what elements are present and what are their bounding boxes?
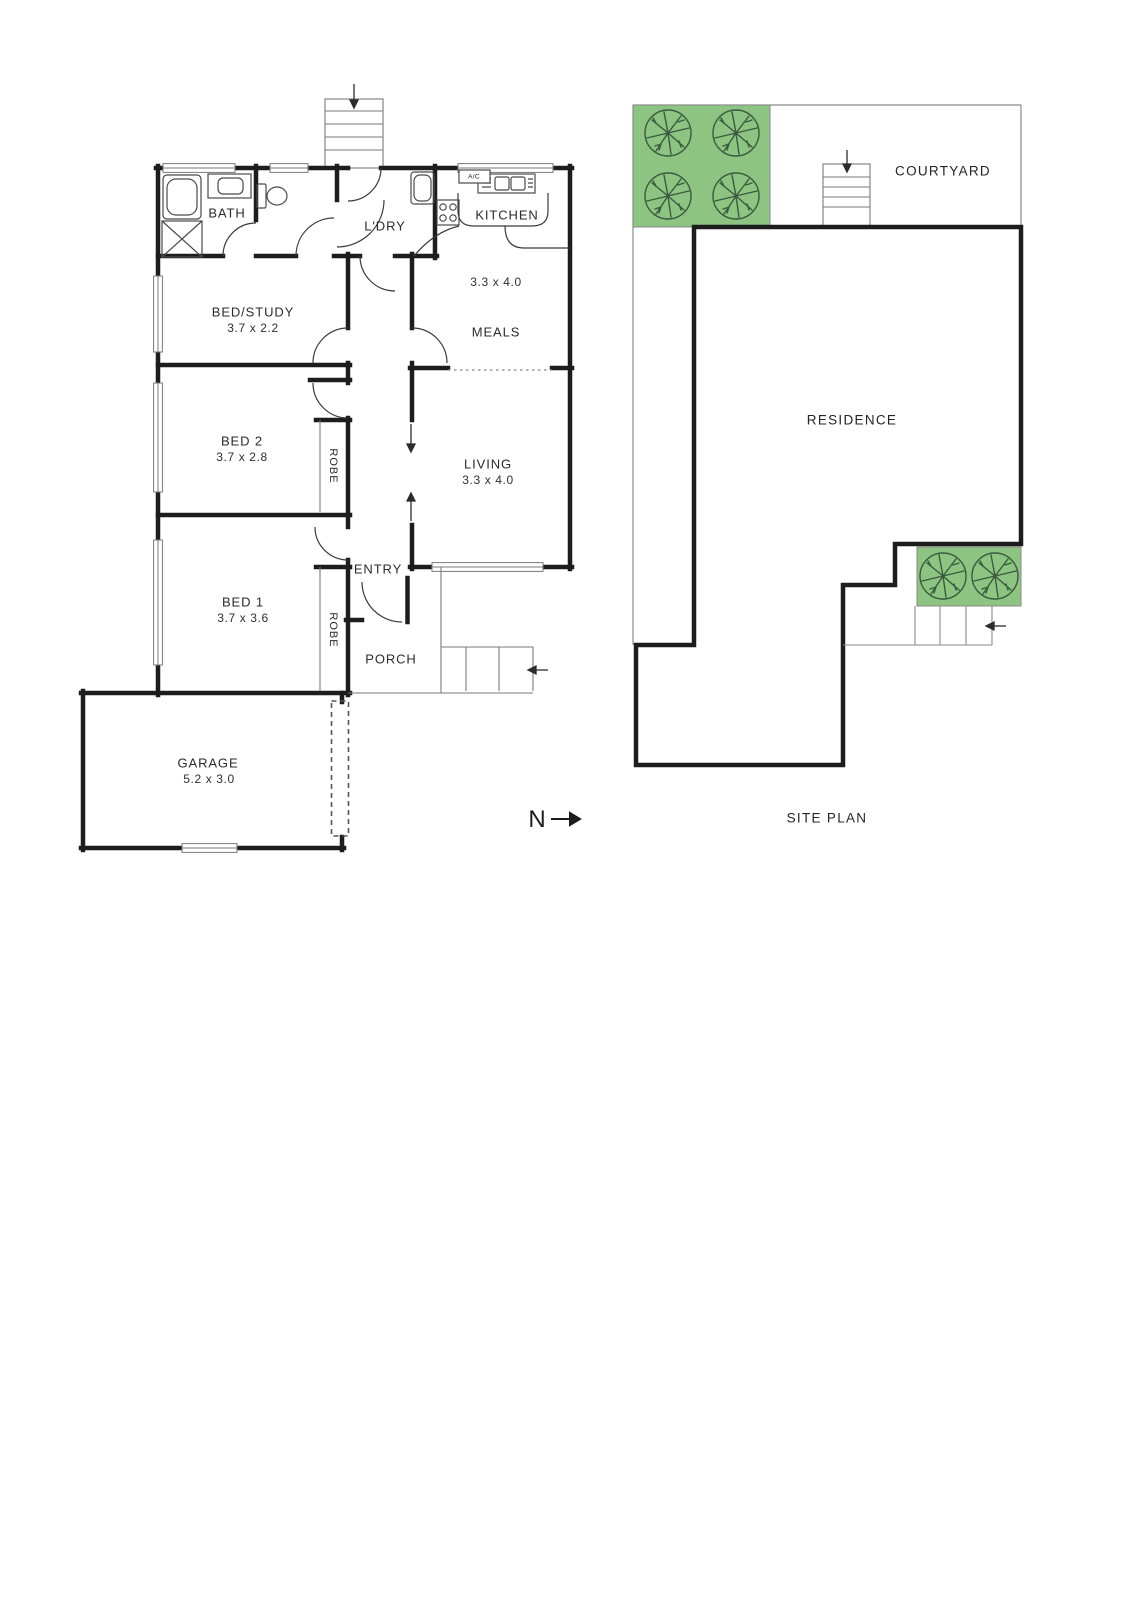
vanity-sink-icon: [207, 173, 252, 199]
bathroom-fixtures: [161, 173, 288, 258]
porch-label: PORCH: [365, 651, 417, 667]
windows: [153, 163, 554, 853]
residence-label: RESIDENCE: [806, 412, 898, 428]
wc-window: [269, 163, 309, 173]
bath-window: [162, 163, 236, 173]
direction-arrow-icon: [405, 424, 417, 521]
stove-icon: [436, 199, 460, 226]
bed1-label: BED 1: [221, 594, 265, 610]
north-label: N: [528, 806, 546, 833]
garage-door-dashed: [330, 700, 350, 837]
entry-label: ENTRY: [353, 561, 403, 577]
laundry-trough-icon: [410, 171, 435, 205]
exterior-walls: [78, 163, 575, 853]
site-plan-title: SITE PLAN: [786, 810, 868, 826]
rear-grass: [916, 546, 1022, 607]
toilet-icon: [256, 183, 288, 209]
entry-arrow-icon: [526, 664, 548, 676]
kitchen-label: KITCHEN: [475, 207, 539, 223]
living-dims: 3.3 x 4.0: [462, 473, 514, 487]
bath-label: BATH: [208, 205, 246, 221]
ac-unit-label: A/C: [468, 173, 480, 180]
bed2-dims: 3.7 x 2.8: [216, 450, 268, 464]
kitchen-bench: [413, 193, 570, 257]
garage-label: GARAGE: [177, 755, 239, 771]
north-arrow-icon: [551, 811, 582, 827]
interior-walls: [155, 163, 575, 698]
door-arcs: [222, 167, 448, 623]
residence-outline: [633, 224, 1024, 768]
bed1-window: [153, 539, 163, 666]
meals-label: MEALS: [471, 324, 521, 340]
bed2-label: BED 2: [220, 433, 264, 449]
courtyard-grass: [632, 104, 771, 228]
kitchen-window: [457, 163, 554, 173]
site-plan: [632, 104, 1024, 768]
courtyard-label: COURTYARD: [895, 163, 991, 179]
kitchen-fixtures: [413, 169, 570, 257]
courtyard-stairs-icon: [822, 163, 871, 228]
courtyard-stairs-arrow-icon: [841, 150, 853, 174]
bed2-window: [153, 382, 163, 493]
stairs-down-arrow-icon: [348, 84, 360, 110]
laundry-label: L'DRY: [364, 218, 406, 234]
porch-and-steps: [348, 567, 534, 694]
living-label: LIVING: [463, 456, 513, 472]
bed-study-label: BED/STUDY: [211, 304, 295, 320]
garage-dims: 5.2 x 3.0: [183, 772, 235, 786]
kitchen-meals-dims: 3.3 x 4.0: [470, 275, 522, 289]
bed1-dims: 3.7 x 3.6: [217, 611, 269, 625]
bed-study-window: [153, 275, 163, 353]
floor-plan: [78, 84, 575, 853]
garage-window: [181, 843, 238, 853]
shower-icon: [161, 220, 203, 258]
bed-study-dims: 3.7 x 2.2: [227, 321, 279, 335]
bed1-robe-label: ROBE: [327, 612, 339, 648]
bathtub-icon: [162, 174, 202, 220]
rear-entry-arrow-icon: [984, 620, 1006, 632]
rear-steps: [843, 606, 993, 646]
living-window: [431, 562, 544, 572]
ac-unit-box: [458, 169, 491, 184]
bed2-robe-label: ROBE: [327, 448, 339, 484]
